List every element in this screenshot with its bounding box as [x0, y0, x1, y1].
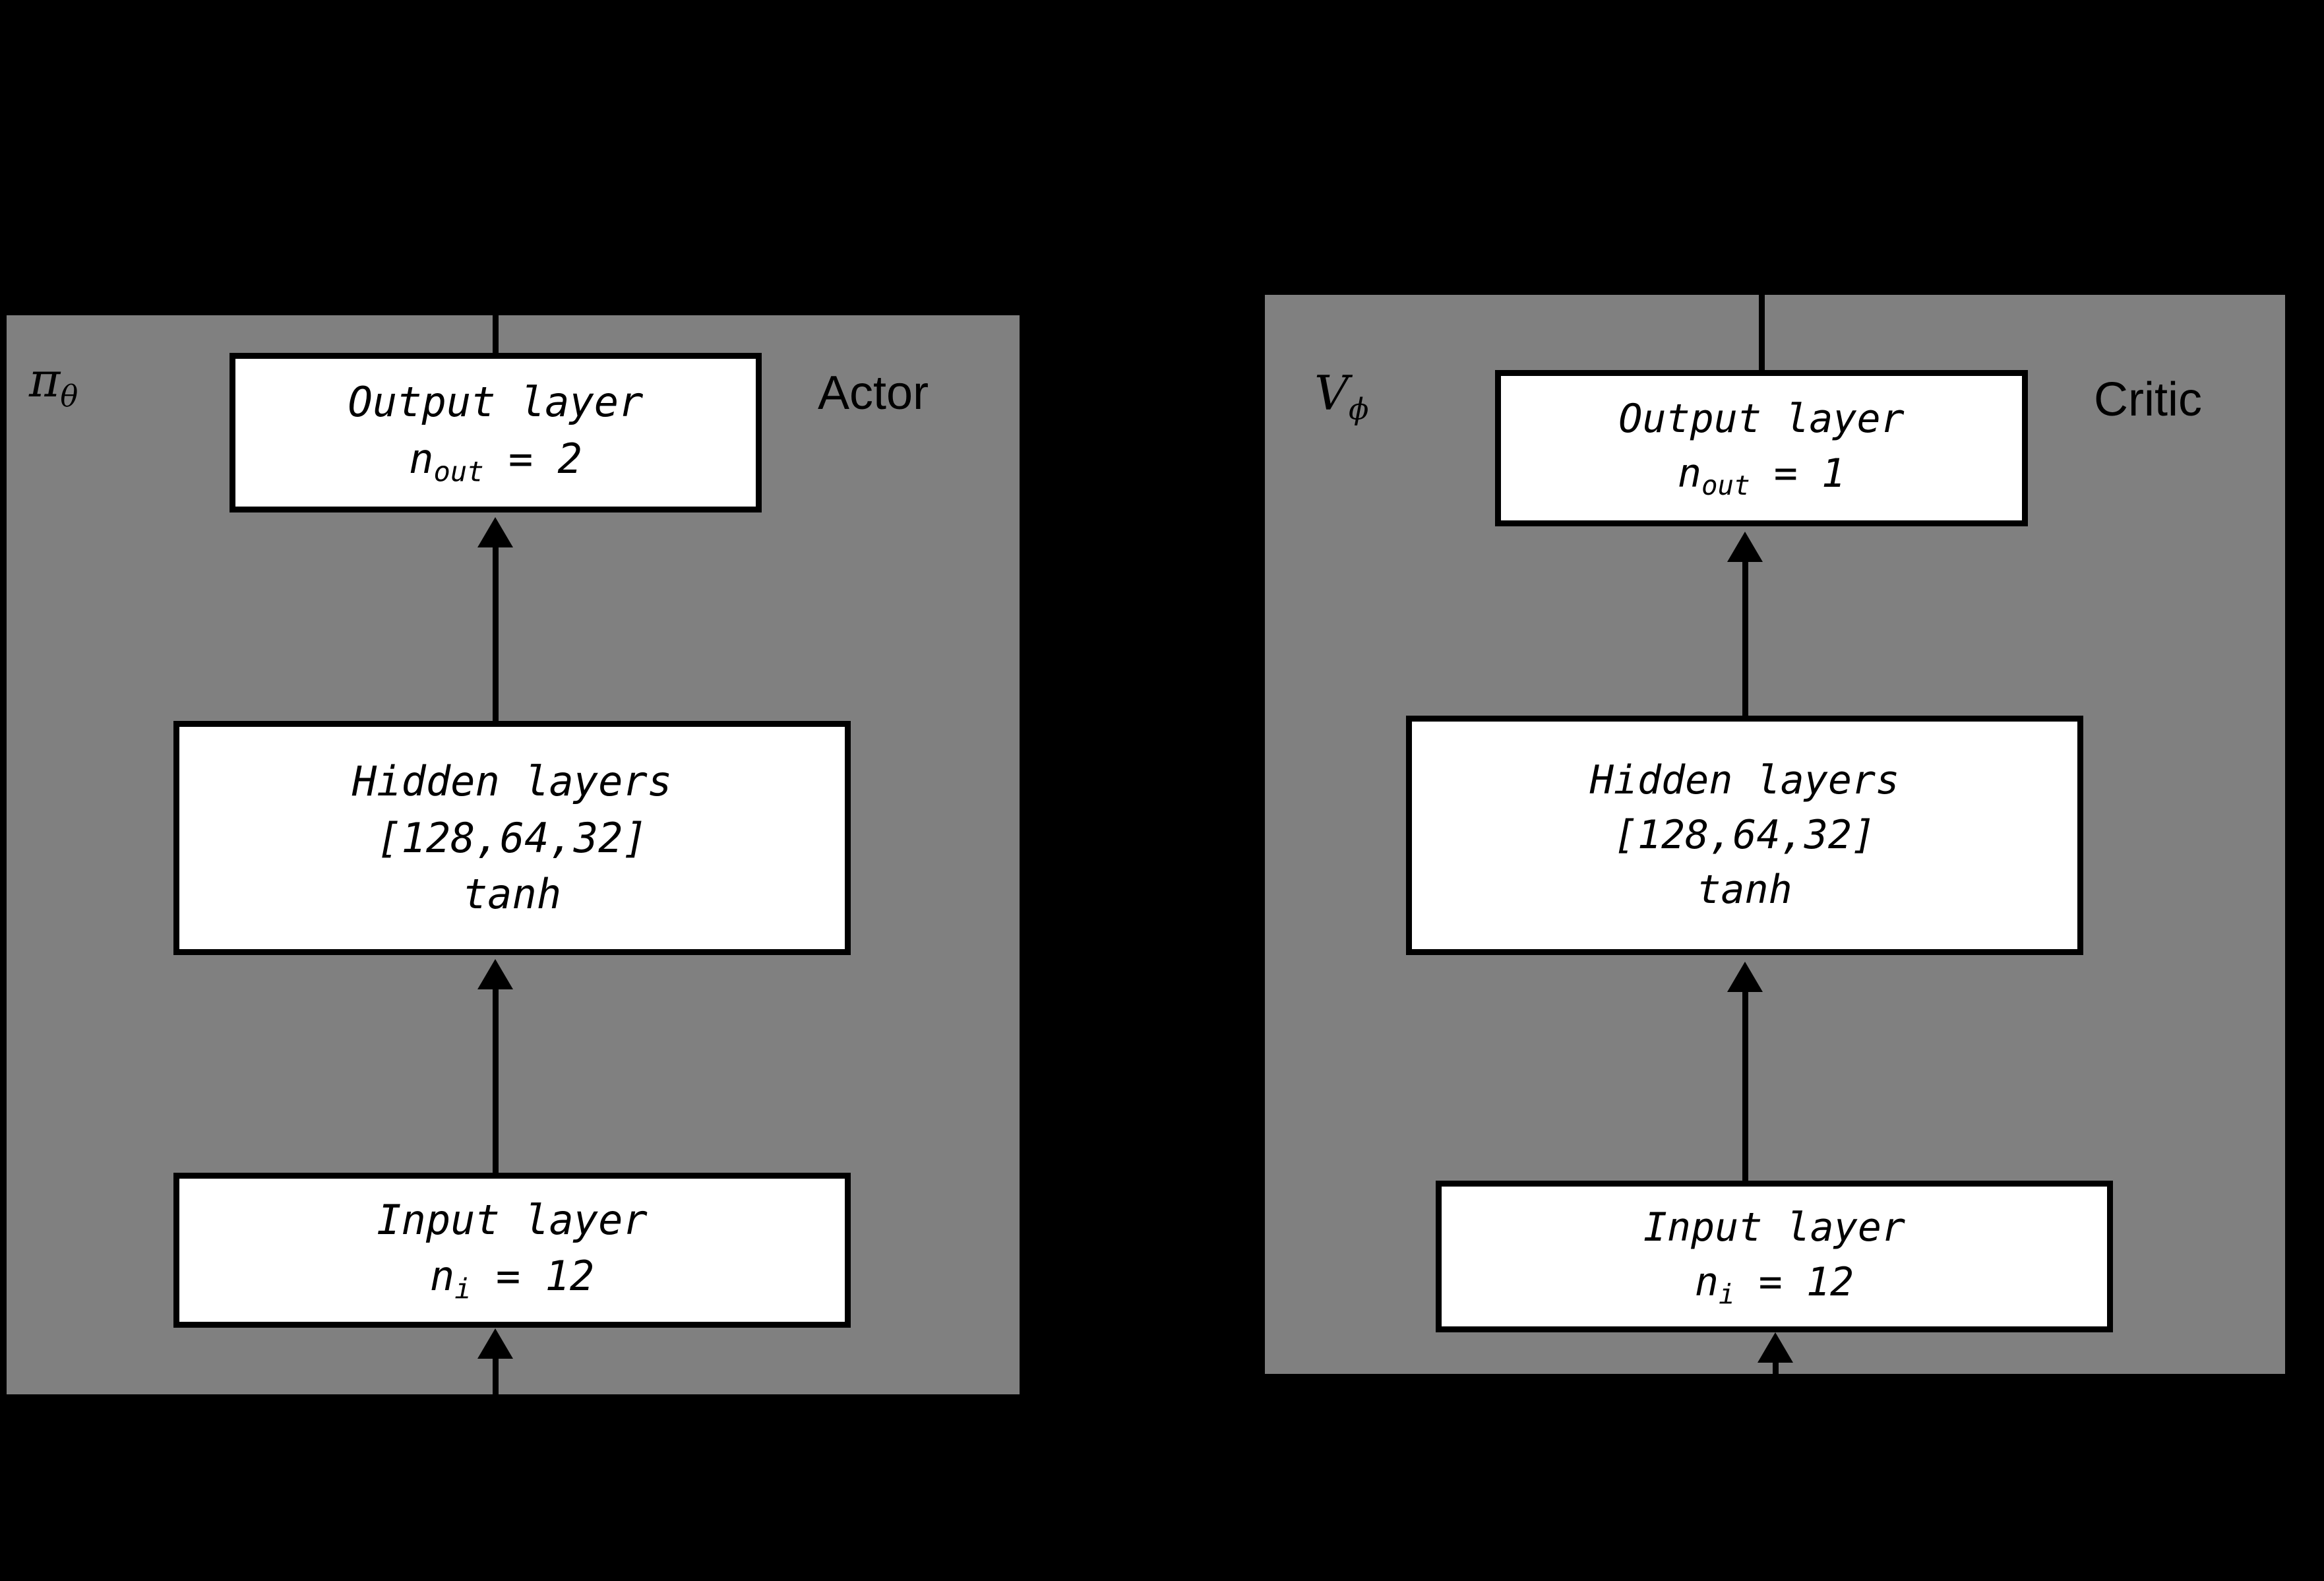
critic-output-line2: nout = 1	[1677, 450, 1846, 502]
critic-input-to-hidden-arrow-head	[1727, 962, 1763, 992]
actor-output-line1: Output layer	[348, 378, 644, 427]
actor-hidden-to-output-arrow-stem	[493, 547, 499, 722]
actor-input-line1: Input layer	[377, 1195, 648, 1244]
actor-input-layer-box: Input layer ni = 12	[173, 1173, 851, 1328]
actor-hidden-line2: [128,64,32]	[377, 813, 648, 862]
critic-external-to-input-arrow-head	[1758, 1332, 1793, 1363]
critic-output-top-connector	[1759, 295, 1765, 373]
actor-output-line2: nout = 2	[409, 434, 582, 488]
actor-output-top-connector	[493, 315, 499, 356]
critic-value-symbol: Vϕ	[1314, 365, 1369, 427]
critic-hidden-layers-box: Hidden layers [128,64,32] tanh	[1406, 716, 2083, 955]
critic-hidden-line2: [128,64,32]	[1613, 812, 1876, 859]
actor-input-to-hidden-arrow-head	[477, 959, 513, 989]
critic-hidden-to-output-arrow-stem	[1742, 562, 1748, 719]
actor-hidden-line3: tanh	[462, 870, 562, 919]
actor-output-layer-box: Output layer nout = 2	[229, 353, 762, 512]
critic-output-layer-box: Output layer nout = 1	[1495, 370, 2028, 526]
critic-input-layer-box: Input layer ni = 12	[1436, 1181, 2113, 1332]
critic-role-label: Critic	[2094, 373, 2202, 426]
critic-output-line1: Output layer	[1618, 396, 1905, 443]
critic-external-to-input-arrow-stem	[1773, 1363, 1779, 1394]
critic-input-line2: ni = 12	[1694, 1258, 1854, 1310]
actor-hidden-line1: Hidden layers	[352, 757, 673, 806]
critic-hidden-line3: tanh	[1697, 866, 1792, 913]
critic-hidden-line1: Hidden layers	[1589, 757, 1900, 804]
actor-external-to-input-arrow-head	[477, 1328, 513, 1359]
actor-external-to-input-arrow-stem	[493, 1359, 499, 1394]
actor-input-line2: ni = 12	[429, 1252, 595, 1305]
actor-policy-symbol: πθ	[29, 352, 78, 414]
critic-input-to-hidden-arrow-stem	[1742, 992, 1748, 1183]
actor-hidden-to-output-arrow-head	[477, 517, 513, 547]
actor-hidden-layers-box: Hidden layers [128,64,32] tanh	[173, 721, 851, 955]
critic-input-line1: Input layer	[1643, 1204, 1906, 1251]
actor-role-label: Actor	[818, 367, 929, 419]
actor-input-to-hidden-arrow-stem	[493, 989, 499, 1174]
critic-hidden-to-output-arrow-head	[1727, 532, 1763, 562]
